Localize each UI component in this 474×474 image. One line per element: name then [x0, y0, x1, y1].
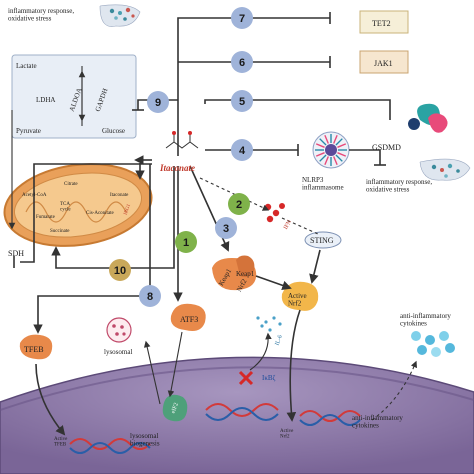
pathway-7-label: 7 — [239, 13, 245, 25]
pathway-9 — [147, 91, 169, 113]
dna-nrf2 — [299, 410, 361, 426]
nlrp3-spoke — [319, 138, 327, 146]
itaconate-molecule — [165, 131, 199, 149]
atf3-label: ATF3 — [180, 315, 198, 324]
inflammatory-cloud-top — [99, 4, 141, 27]
nlrp3-spoke — [337, 152, 347, 157]
pathway-4 — [231, 139, 253, 161]
sting-label: STING — [310, 236, 334, 245]
eif2-label: eIF2 — [171, 402, 180, 414]
ikbz-block-x — [238, 370, 254, 386]
dna-tfeb — [69, 438, 151, 454]
fumarate-label: Fumarate — [36, 215, 56, 220]
nlrp3-spoke — [319, 154, 327, 162]
keap1-b-label: Keap1 — [236, 270, 255, 278]
pathway-5-label: 5 — [239, 96, 245, 108]
tfeb-label: TFEB — [24, 345, 44, 354]
nlrp3-spoke — [335, 138, 343, 146]
nlrp3-spoke — [335, 154, 343, 162]
ldha-label: LDHA — [36, 96, 55, 104]
nlrp3-spoke — [333, 134, 338, 144]
lactate-label: Lactate — [16, 62, 37, 70]
jak1-label: JAK1 — [374, 59, 393, 68]
eif2-protein — [162, 394, 188, 422]
pathway-5 — [231, 90, 253, 112]
pathway-2-label: 2 — [236, 199, 242, 211]
tet2-box — [359, 10, 409, 34]
pathway-6-label: 6 — [239, 57, 245, 69]
nlrp3-spoke — [333, 156, 338, 166]
pathway-6 — [231, 51, 253, 73]
jak1-box — [359, 50, 409, 74]
sdh-label: SDH — [8, 249, 24, 258]
pathway-3-label: 3 — [223, 223, 229, 235]
pathway-3 — [215, 217, 237, 239]
dna-center — [205, 403, 279, 421]
pathway-7 — [231, 7, 253, 29]
nlrp3-spoke — [315, 143, 325, 148]
pathway-4-label: 4 — [239, 145, 246, 157]
pathway-1-label: 1 — [183, 237, 189, 249]
pathway-9-label: 9 — [155, 97, 161, 109]
atf3-protein — [170, 303, 206, 331]
ifn-label: IFN — [283, 219, 293, 231]
glucose-label: Glucose — [102, 127, 125, 135]
pathway-10-label: 10 — [114, 265, 126, 277]
ikbz-label: IκBζ — [262, 374, 276, 382]
ifn-dots — [264, 203, 285, 223]
inflam-right-label: inflammatory response,oxidative stress — [366, 178, 432, 194]
nlrp3-spoke — [337, 143, 347, 148]
nlrp3-spoke — [324, 134, 329, 144]
pathway-1 — [175, 231, 197, 253]
pyruvate-label: Pyruvate — [16, 127, 41, 135]
tfeb-protein — [19, 334, 53, 360]
il6-cluster — [256, 316, 282, 332]
top-effect-label: inflammatory response,oxidative stress — [8, 7, 74, 23]
tet2-label: TET2 — [372, 19, 391, 28]
irg1-label: IRG1 — [124, 203, 133, 216]
pathway-8-label: 8 — [147, 291, 153, 303]
pathway-8 — [139, 285, 161, 307]
sting-protein — [304, 231, 342, 249]
nlrp3-spoke — [324, 156, 329, 166]
cis-aconitate-label: Cis-Aconitate — [86, 211, 115, 216]
inflammatory-cloud-right — [419, 158, 471, 181]
lysosome-label: lysosomal — [104, 348, 132, 356]
gsdmd-protein — [408, 103, 448, 133]
glycolysis-panel — [11, 54, 137, 139]
citrate-label: Citrate — [64, 182, 78, 187]
gsdmd-label: GSDMD — [372, 143, 401, 152]
pathway-10 — [109, 259, 131, 281]
lysosome — [106, 317, 132, 343]
acetyl-coa-label: Acetyl-CoA — [22, 193, 47, 198]
pathway-2 — [228, 193, 250, 215]
il6-label: IL-6 — [275, 334, 284, 346]
succinate-label: Succinate — [50, 229, 70, 234]
itaconate-label: Itaconate — [159, 163, 195, 173]
mito-itaconate-label: Itaconate — [110, 193, 129, 198]
anti-inflammatory-cytokine-cluster — [411, 331, 455, 357]
nlrp3-spoke — [315, 152, 325, 157]
